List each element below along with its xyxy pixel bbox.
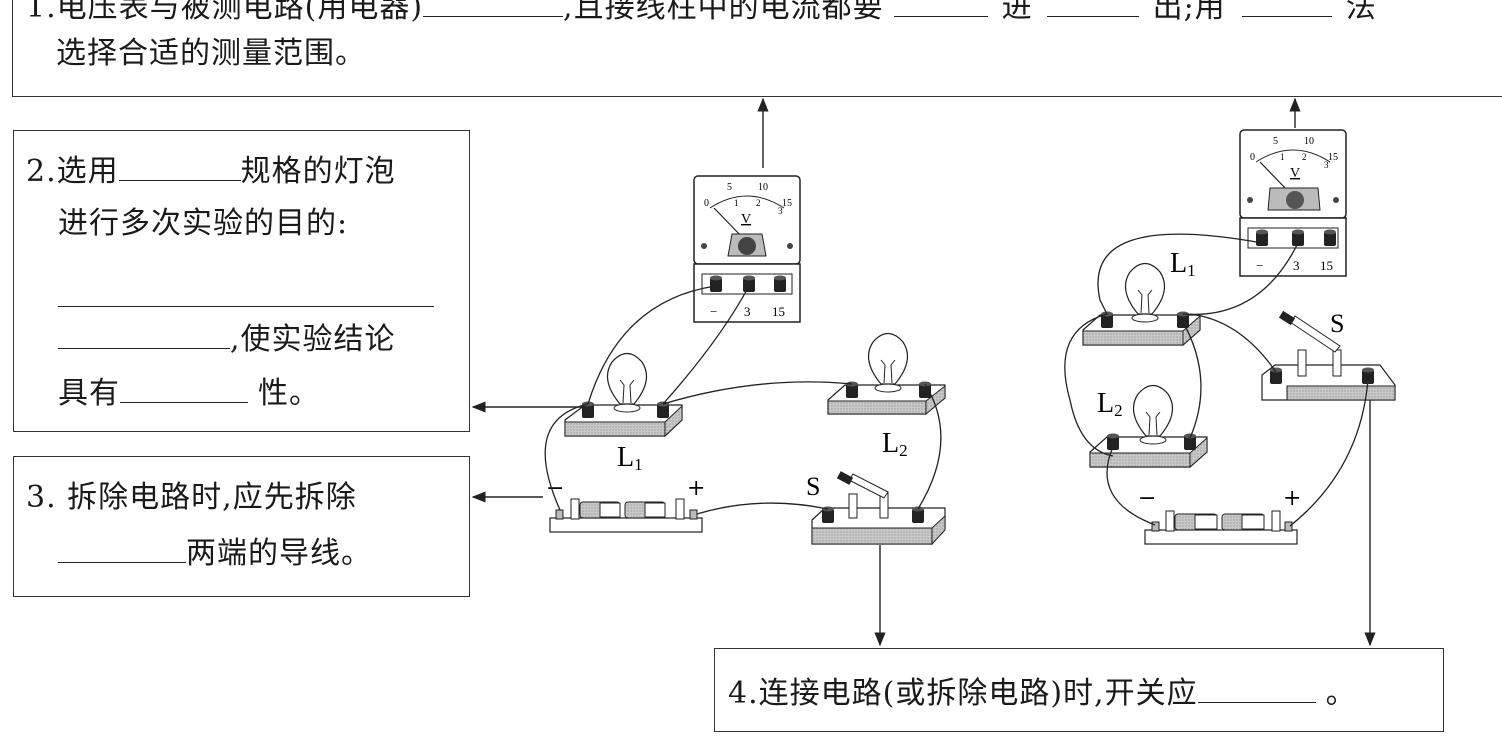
question-2-line-5: 具有 性。 — [58, 372, 320, 414]
voltmeter-right-scale-1: 1 — [1280, 152, 1285, 162]
q1-text-out: 出;用 — [1152, 0, 1226, 25]
lamp-l2-left — [827, 332, 946, 416]
q1-text-prefix: 1.电压表与被测电路(用电器) — [26, 0, 424, 25]
voltmeter-left-scale-5: 5 — [727, 182, 732, 193]
switch-right-label: S — [1330, 309, 1344, 338]
lamp-l1-left — [564, 352, 683, 438]
q2-text-suffix: 规格的灯泡 — [240, 154, 396, 189]
lamp-l1-left-label: L1 — [617, 442, 643, 474]
q3-blank-component[interactable] — [58, 532, 186, 563]
question-1-line-2: 选择合适的测量范围。 — [56, 36, 366, 71]
battery-right — [1144, 510, 1298, 545]
battery-right-pos-label: + — [1283, 486, 1301, 511]
switch-right — [1261, 310, 1396, 401]
voltmeter-right-terminal-15: 15 — [1320, 258, 1333, 273]
battery-left — [549, 498, 703, 533]
question-2-line-4: ,使实验结论 — [58, 318, 396, 360]
lamp-l2-left-label: L2 — [882, 428, 908, 460]
question-2-line-2: 进行多次实验的目的: — [58, 206, 349, 241]
voltmeter-left-scale-0: 0 — [704, 198, 709, 209]
voltmeter-left-scale-3: 3 — [778, 206, 783, 216]
q2-blank-purpose-2[interactable] — [58, 318, 230, 349]
arrows — [471, 97, 1376, 647]
question-3-line-1: 3. 拆除电路时,应先拆除 — [26, 480, 357, 515]
voltmeter-left-unit: V — [741, 212, 751, 227]
voltmeter-left-scale-15: 15 — [782, 198, 792, 209]
q2-blank-property[interactable] — [120, 372, 248, 403]
lamp-l2-right — [1089, 384, 1208, 469]
lamp-l2-right-label: L2 — [1097, 388, 1123, 420]
q2-text-have: 具有 — [58, 376, 120, 411]
q3-text-suffix: 两端的导线。 — [186, 536, 372, 571]
voltmeter-right-unit: V — [1290, 166, 1300, 181]
voltmeter-right-scale-2: 2 — [1302, 152, 1307, 162]
q1-text-in: 进 — [1001, 0, 1033, 25]
voltmeter-left-terminal-15: 15 — [772, 304, 785, 319]
voltmeter-right: 0 5 10 15 1 2 3 V − 3 15 — [1239, 129, 1347, 277]
question-box-4 — [714, 648, 1444, 732]
switch-left-label: S — [806, 472, 820, 501]
voltmeter-right-scale-5: 5 — [1273, 136, 1278, 147]
q1-text-mid1: ,且接线柱中的电流都要 — [563, 0, 884, 25]
q1-blank-in[interactable] — [893, 0, 988, 17]
q4-text-suffix: 。 — [1325, 676, 1357, 711]
voltmeter-right-scale-15: 15 — [1328, 152, 1338, 163]
voltmeter-right-scale-10: 10 — [1304, 136, 1314, 147]
voltmeter-left-scale-10: 10 — [758, 182, 768, 193]
question-4-line: 4.连接电路(或拆除电路)时,开关应 。 — [728, 672, 1357, 714]
voltmeter-left: 0 5 10 15 1 2 3 V − 3 15 — [693, 175, 801, 323]
q2-text-property: 性。 — [258, 376, 320, 411]
q2-text-conclusion: ,使实验结论 — [230, 322, 396, 357]
battery-left-pos-label: + — [687, 476, 705, 501]
question-1-line-1: 1.电压表与被测电路(用电器) ,且接线柱中的电流都要 进 出;用 法 — [26, 0, 1377, 28]
lamp-l1-right — [1082, 262, 1201, 347]
voltmeter-left-scale-1: 1 — [734, 198, 739, 208]
q4-blank-switch-state[interactable] — [1197, 672, 1316, 703]
voltmeter-right-scale-0: 0 — [1250, 152, 1255, 163]
q1-blank-method[interactable] — [1241, 0, 1332, 17]
voltmeter-left-scale-2: 2 — [756, 198, 761, 208]
voltmeter-right-terminal-neg: − — [1256, 258, 1263, 273]
wires-left — [544, 285, 942, 515]
battery-left-neg-label: − — [546, 476, 564, 501]
question-2-line-1: 2.选用 规格的灯泡 — [26, 150, 396, 192]
lamp-l1-right-label: L1 — [1170, 248, 1196, 280]
q1-blank-out[interactable] — [1046, 0, 1139, 17]
q2-blank-spec[interactable] — [118, 150, 241, 181]
question-box-3 — [13, 456, 470, 597]
switch-left — [811, 471, 946, 546]
q1-blank-connection[interactable] — [423, 0, 564, 17]
voltmeter-left-terminal-neg: − — [710, 304, 717, 319]
battery-right-neg-label: − — [1138, 486, 1156, 511]
wires-right — [1064, 233, 1369, 527]
q2-text-prefix: 2.选用 — [26, 154, 119, 189]
voltmeter-right-terminal-3: 3 — [1293, 258, 1300, 273]
q1-text-suffix: 法 — [1345, 0, 1377, 25]
voltmeter-left-terminal-3: 3 — [744, 304, 751, 319]
q2-blank-purpose-1[interactable] — [58, 276, 434, 307]
q4-text-prefix: 4.连接电路(或拆除电路)时,开关应 — [728, 676, 1198, 711]
question-box-2 — [13, 130, 470, 432]
question-3-line-2: 两端的导线。 — [58, 532, 372, 574]
voltmeter-right-scale-3: 3 — [1324, 160, 1329, 170]
